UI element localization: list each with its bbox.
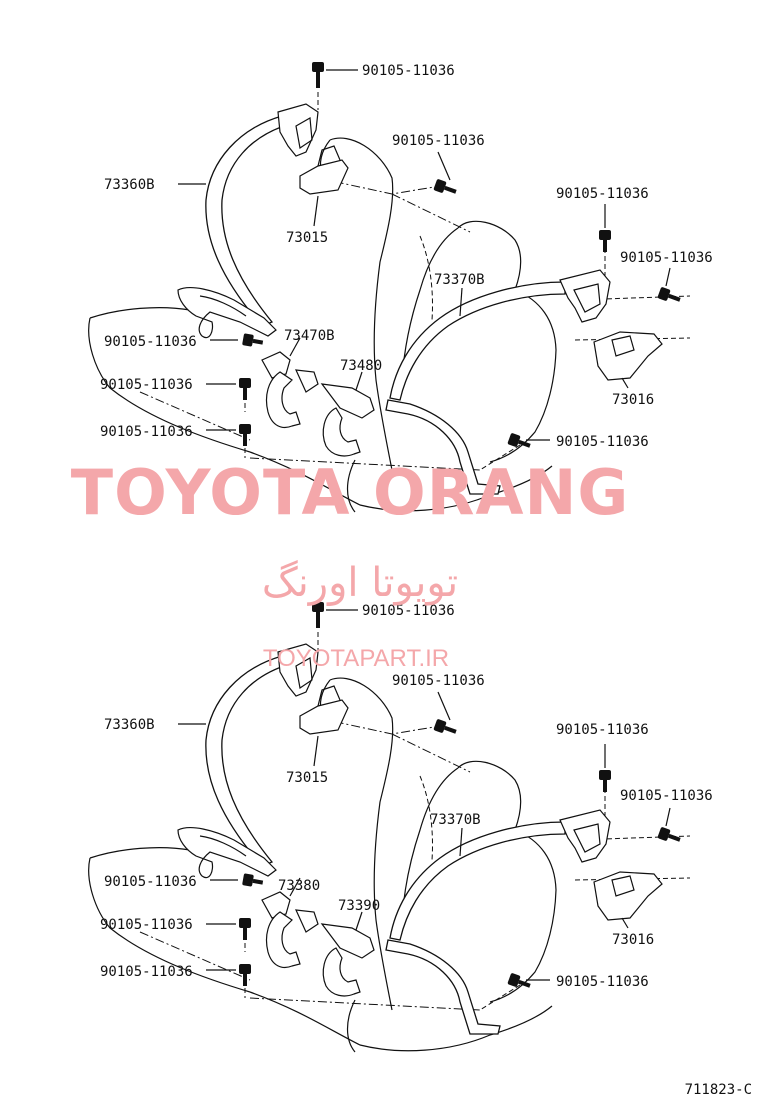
diagram-code: 711823-C [685,1082,752,1098]
upper-label-bolt-right-side: 90105-11036 [620,250,713,266]
upper-label-bolt-mid: 90105-11036 [392,133,485,149]
watermark-brand-fa: تویوتا اورنگ [262,560,458,606]
upper-labels: 90105-11036 90105-11036 73360B 73015 901… [100,63,713,450]
upper-label-belt-left: 73360B [104,177,155,193]
upper-label-bracket-left: 73015 [286,230,328,246]
upper-label-buckle-a: 73470B [284,328,335,344]
upper-label-bracket-right: 73016 [612,392,654,408]
upper-label-buckle-b: 73480 [340,358,382,374]
lower-label-bolt-mid: 90105-11036 [392,673,485,689]
lower-label-bolt-top: 90105-11036 [362,603,455,619]
upper-label-bolt-floor-1: 90105-11036 [100,377,193,393]
watermark-brand-en: TOYOTA ORANG [71,456,629,529]
lower-labels: 90105-11036 90105-11036 73360B 73015 901… [100,603,713,990]
lower-label-buckle-a: 73380 [278,878,320,894]
upper-label-bolt-floor-right: 90105-11036 [556,434,649,450]
upper-label-bolt-left-anchor: 90105-11036 [104,334,197,350]
lower-label-bracket-left: 73015 [286,770,328,786]
lower-label-belt-right: 73370B [430,812,481,828]
lower-label-bolt-left-anchor: 90105-11036 [104,874,197,890]
upper-label-bolt-top: 90105-11036 [362,63,455,79]
watermark: TOYOTA ORANG تویوتا اورنگ TOYOTAPART.IR [71,456,629,672]
lower-label-bolt-right-side: 90105-11036 [620,788,713,804]
lower-label-bolt-floor-right: 90105-11036 [556,974,649,990]
upper-label-bolt-floor-2: 90105-11036 [100,424,193,440]
lower-label-bolt-right-top: 90105-11036 [556,722,649,738]
lower-label-buckle-b: 73390 [338,898,380,914]
lower-label-belt-left: 73360B [104,717,155,733]
lower-label-bolt-floor-1: 90105-11036 [100,917,193,933]
lower-label-bracket-right: 73016 [612,932,654,948]
watermark-site: TOYOTAPART.IR [263,645,449,672]
upper-label-bolt-right-top: 90105-11036 [556,186,649,202]
lower-label-bolt-floor-2: 90105-11036 [100,964,193,980]
upper-label-belt-right: 73370B [434,272,485,288]
